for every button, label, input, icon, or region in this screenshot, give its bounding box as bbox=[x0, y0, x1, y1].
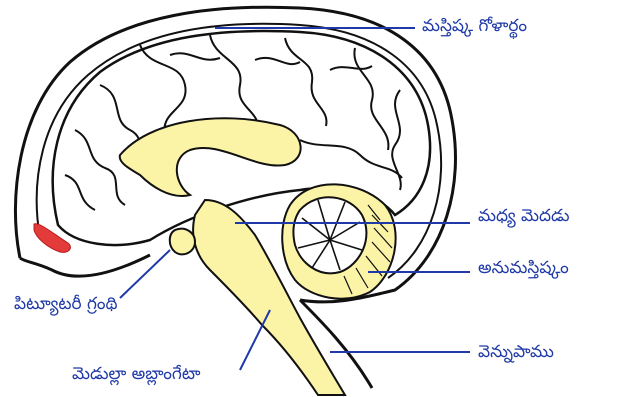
cerebellum bbox=[282, 184, 395, 298]
label-cerebrum: మస్తిష్క గోళార్థం bbox=[422, 16, 527, 40]
pituitary-gland bbox=[170, 229, 195, 255]
label-spinal-cord: వెన్నుపాము bbox=[478, 342, 554, 366]
label-cerebellum: అనుమస్తిష్కం bbox=[478, 258, 569, 282]
leader-medulla bbox=[240, 310, 270, 370]
label-medulla: మెడుల్లా అబ్లాంగేటా bbox=[72, 364, 200, 388]
label-pituitary: పిట్యూటరీ గ్రంథి bbox=[14, 294, 118, 318]
label-midbrain: మధ్య మెదడు bbox=[478, 206, 570, 230]
